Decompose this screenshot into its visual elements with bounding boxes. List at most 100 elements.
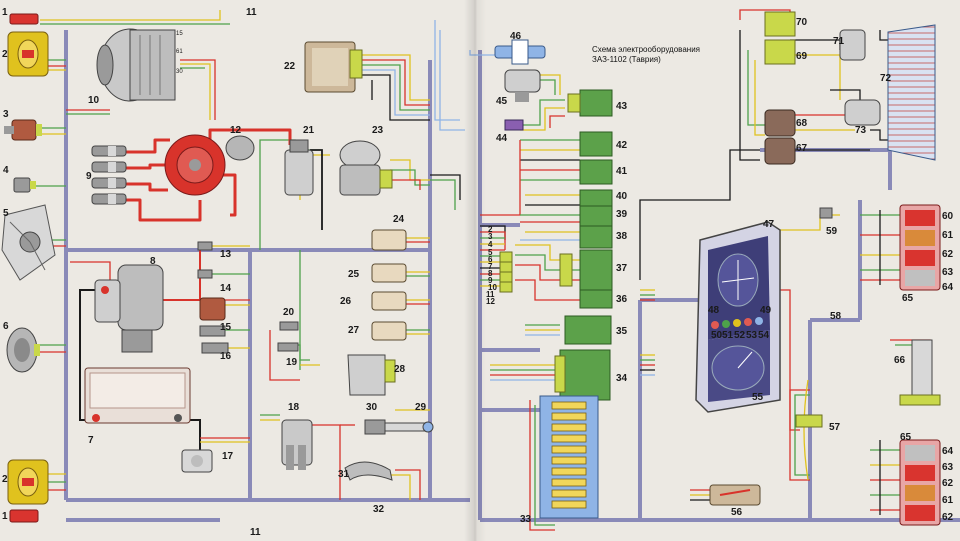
battery-icon [84,367,191,424]
callout-label: 18 [288,402,300,413]
callout-label: 57 [829,422,841,433]
callout-label: 73 [855,125,867,136]
callout-label: 30 [366,402,378,413]
callout-label: 32 [373,504,385,515]
switch-icon [899,339,941,406]
callout-label: 21 [303,125,315,136]
relay-icon [554,89,613,401]
callout-label: 54 [758,330,770,341]
fan-icon [1,204,56,281]
callout-label: 56 [731,507,743,518]
callout-label: 35 [616,326,628,337]
alternator-icon [96,28,176,102]
callout-label: 34 [616,373,628,384]
callout-label: 3 [3,109,9,120]
pin-label: 10 [488,283,497,292]
callout-label: 63 [942,267,954,278]
callout-label: 72 [880,73,892,84]
page-fold [464,0,486,541]
callout-label: 63 [942,462,954,473]
callout-label: 42 [616,140,628,151]
headlamp-icon [7,13,49,523]
callout-label: 17 [222,451,234,462]
callout-label: 11 [246,7,257,18]
callout-label: 39 [616,209,628,220]
callout-label: 27 [348,325,360,336]
callout-label: 2 [2,49,8,60]
callout-label: 36 [616,294,628,305]
callout-label: 16 [220,351,232,362]
callout-label: 23 [372,125,384,136]
spark-plug-icon [91,145,127,205]
callout-label: 69 [796,51,808,62]
callout-label: 66 [894,355,906,366]
starter-icon [94,264,164,353]
diagram-title: Схема электрооборудования ЗАЗ-1102 (Тавр… [592,45,700,65]
title-line-1: Схема электрооборудования [592,45,701,54]
pin-label: 3 [488,232,493,241]
callout-label: 25 [348,269,360,280]
pin-label: 9 [488,276,493,285]
controller-icon [304,41,363,93]
callout-label: 31 [338,469,350,480]
callout-label: 6 [3,321,9,332]
callout-label: 44 [496,133,508,144]
callout-label: 61 [942,495,954,506]
callout-label: 48 [708,305,720,316]
callout-label: 20 [283,307,295,318]
callout-label: 24 [393,214,405,225]
callout-label: 50 [711,330,723,341]
callout-label: 60 [942,211,954,222]
pin-label: 6 [488,255,493,264]
instrument-cluster-icon [695,221,781,413]
callout-label: 19 [286,357,298,368]
callout-label: 15 [220,322,232,333]
callout-label: 26 [340,296,352,307]
callout-label: 65 [902,293,914,304]
callout-label: 28 [394,364,406,375]
callout-label: 14 [220,283,232,294]
callout-label: 29 [415,402,427,413]
terminal-label: 30 [176,69,183,75]
callout-label: 33 [520,514,532,525]
callout-label: 7 [88,435,94,446]
fuse-box-icon [539,395,599,519]
callout-label: 12 [230,125,242,136]
terminal-label: 15 [176,31,183,37]
callout-label: 49 [760,305,772,316]
pin-label: 8 [488,269,493,278]
callout-label: 58 [830,311,842,322]
switch-icon [347,229,407,396]
callout-label: 1 [2,7,8,18]
relay-icon [764,11,881,165]
callout-label: 62 [942,512,954,523]
pin-label: 11 [486,290,495,299]
callout-label: 38 [616,231,628,242]
relay-icon [709,207,833,506]
title-line-2: ЗАЗ-1102 (Таврия) [592,55,661,64]
callout-label: 64 [942,282,954,293]
pin-label: 7 [488,262,493,271]
heated-window-icon [887,24,936,161]
callout-label: 45 [496,96,508,107]
callout-label: 37 [616,263,628,274]
callout-label: 62 [942,249,954,260]
sensor-icon [344,419,434,481]
pin-label: 2 [488,225,493,234]
washer-pump-icon [494,39,546,131]
distributor-icon [164,134,255,196]
callout-label: 11 [250,527,261,538]
ignition-coil-icon [284,139,314,196]
callout-label: 41 [616,166,628,177]
callout-label: 70 [796,17,808,28]
callout-label: 55 [752,392,764,403]
callout-label: 67 [796,143,808,154]
callout-label: 64 [942,446,954,457]
callout-label: 59 [826,226,838,237]
callout-label: 22 [284,61,296,72]
callout-label: 65 [900,432,912,443]
callout-label: 40 [616,191,628,202]
horn-icon [6,327,40,373]
relay-icon [181,419,313,473]
